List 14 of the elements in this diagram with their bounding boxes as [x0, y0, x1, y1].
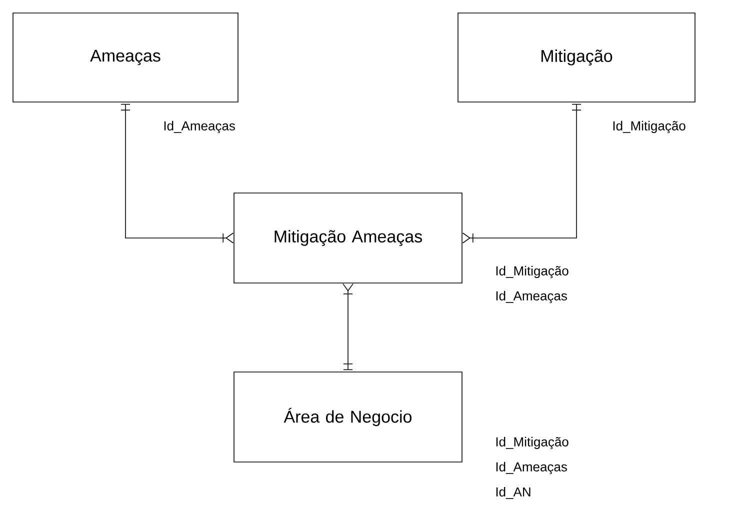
- attribute-label: Id_AN: [496, 486, 530, 499]
- attribute-label: Id_Mitigação: [613, 120, 686, 134]
- attribute-label: Id_Ameaças: [496, 462, 567, 474]
- entity-box: Mitigação: [458, 12, 696, 102]
- entity-box: Ameaças: [12, 12, 238, 102]
- entity-box: Área de Negocio: [234, 372, 462, 462]
- attribute-label: Id_Mitigação: [496, 266, 568, 278]
- relationship-line: [120, 104, 234, 244]
- attribute-label: Id_Ameaças: [496, 290, 567, 304]
- attribute-label: Id_Mitigação: [496, 436, 568, 450]
- attribute-label: Id_Ameaças: [164, 120, 235, 134]
- relationship-line: [342, 283, 354, 370]
- relationship-line: [462, 104, 582, 244]
- entity-box: Mitigação Ameaças: [234, 192, 462, 284]
